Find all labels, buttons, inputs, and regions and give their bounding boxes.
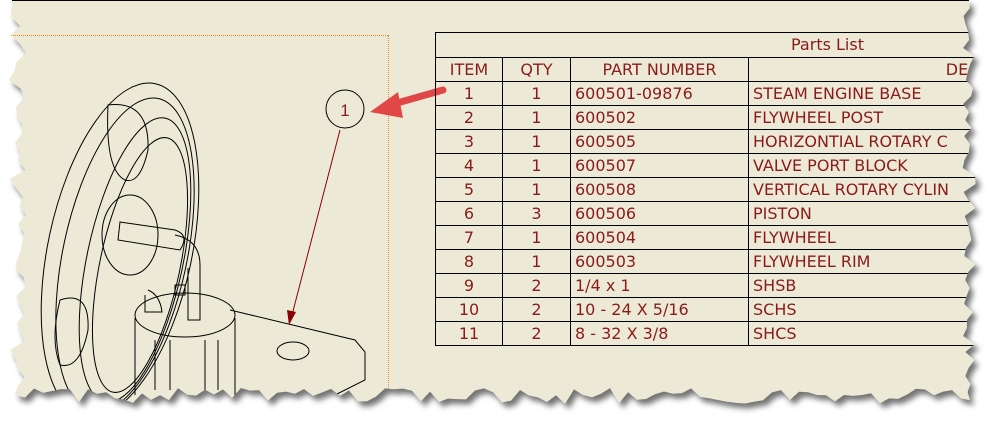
col-header-description: DE [749, 58, 976, 82]
cell-description: SHSB [749, 274, 976, 298]
cell-part-number: 600505 [571, 130, 749, 154]
cell-part-number: 10 - 24 X 5/16 [571, 298, 749, 322]
cell-item: 3 [436, 130, 503, 154]
cell-qty: 2 [503, 298, 571, 322]
cell-description: VERTICAL ROTARY CYLIN [749, 178, 976, 202]
cell-part-number: 600506 [571, 202, 749, 226]
col-header-part-number: PART NUMBER [571, 58, 749, 82]
cell-qty: 2 [503, 274, 571, 298]
drawing-border-vertical [388, 35, 389, 395]
cell-qty: 3 [503, 202, 571, 226]
cell-qty: 1 [503, 154, 571, 178]
cell-item: 2 [436, 106, 503, 130]
header-row: ITEM QTY PART NUMBER DE [436, 58, 976, 82]
engine-base [229, 309, 366, 396]
cell-part-number: 600508 [571, 178, 749, 202]
cell-description: SCHS [749, 298, 976, 322]
cell-part-number: 8 - 32 X 3/8 [571, 322, 749, 346]
cell-part-number: 600503 [571, 250, 749, 274]
cylinder-assembly [101, 194, 236, 395]
cell-part-number: 600507 [571, 154, 749, 178]
cell-qty: 1 [503, 178, 571, 202]
cell-description: PISTON [749, 202, 976, 226]
leader-line [287, 129, 341, 325]
drawing-border [10, 35, 388, 36]
col-header-qty: QTY [503, 58, 571, 82]
cell-qty: 1 [503, 250, 571, 274]
cell-description: VALVE PORT BLOCK [749, 154, 976, 178]
cell-description: SHCS [749, 322, 976, 346]
sheet-top-edge [0, 0, 976, 1]
cell-item: 1 [436, 82, 503, 106]
cell-item: 11 [436, 322, 503, 346]
cell-part-number: 600502 [571, 106, 749, 130]
cell-qty: 1 [503, 226, 571, 250]
col-header-item: ITEM [436, 58, 503, 82]
cell-item: 8 [436, 250, 503, 274]
cell-item: 10 [436, 298, 503, 322]
cell-qty: 1 [503, 82, 571, 106]
cell-description: FLYWHEEL RIM [749, 250, 976, 274]
cell-description: STEAM ENGINE BASE [749, 82, 976, 106]
cell-description: HORIZONTIAL ROTARY C [749, 130, 976, 154]
callout-arrow-icon [370, 86, 447, 118]
flywheel [40, 82, 200, 404]
balloon-label: 1 [340, 101, 349, 120]
cell-qty: 2 [503, 322, 571, 346]
cell-description: FLYWHEEL POST [749, 106, 976, 130]
cell-qty: 1 [503, 106, 571, 130]
cell-part-number: 1/4 x 1 [571, 274, 749, 298]
cell-item: 9 [436, 274, 503, 298]
cell-part-number: 600501-09876 [571, 82, 749, 106]
cell-qty: 1 [503, 130, 571, 154]
cell-item: 7 [436, 226, 503, 250]
cell-description: FLYWHEEL [749, 226, 976, 250]
cell-item: 4 [436, 154, 503, 178]
cell-item: 6 [436, 202, 503, 226]
cell-part-number: 600504 [571, 226, 749, 250]
cell-item: 5 [436, 178, 503, 202]
balloon-1[interactable]: 1 [325, 89, 365, 129]
parts-list-title: Parts List [436, 33, 976, 58]
